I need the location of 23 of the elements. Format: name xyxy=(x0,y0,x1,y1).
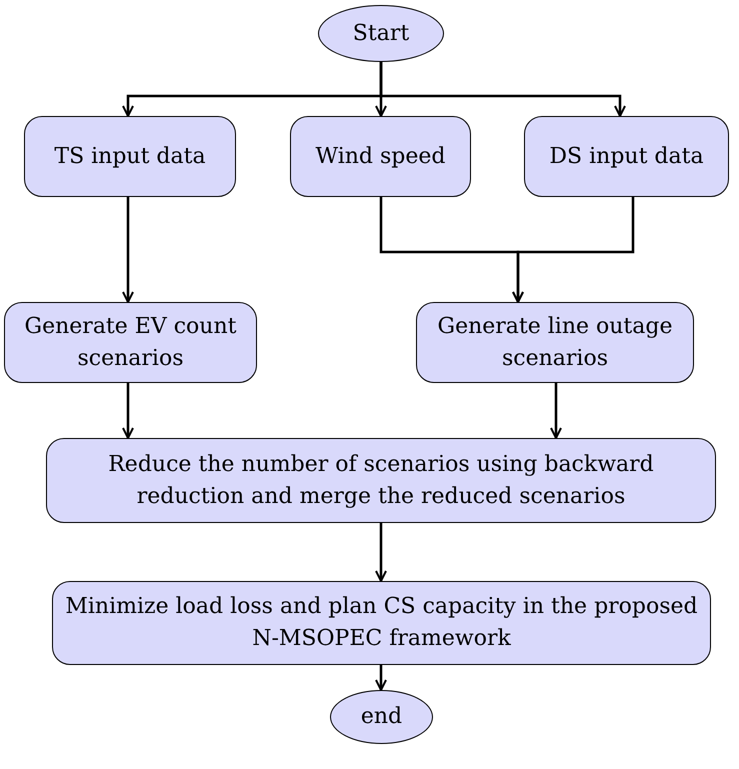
arrow xyxy=(375,665,387,691)
arrow xyxy=(550,383,562,439)
node-text: Reduce the number of scenarios using backward reduction and merge the reduced scenarios xyxy=(107,450,655,510)
arrow xyxy=(122,197,134,303)
node-text: Start xyxy=(352,20,410,48)
node-text: DS input data xyxy=(549,142,704,170)
process-box xyxy=(46,438,716,523)
node-text: end xyxy=(360,703,402,731)
process-box xyxy=(52,581,711,665)
arrow xyxy=(380,62,626,117)
arrow xyxy=(512,197,634,303)
node-text: TS input data xyxy=(54,142,206,170)
node-text: Generate line outage scenarios xyxy=(436,312,674,372)
process-box xyxy=(4,302,257,383)
process-box xyxy=(290,116,471,197)
node-text: Generate EV count scenarios xyxy=(24,312,238,372)
arrow xyxy=(122,383,134,439)
process-box xyxy=(416,302,694,383)
process-box xyxy=(524,116,729,197)
process-box xyxy=(24,116,236,197)
node-text: Wind speed xyxy=(315,142,446,170)
node-text: Minimize load loss and plan CS capacity in the proposed N-MSOPEC framework xyxy=(64,593,699,653)
arrow xyxy=(375,523,387,582)
